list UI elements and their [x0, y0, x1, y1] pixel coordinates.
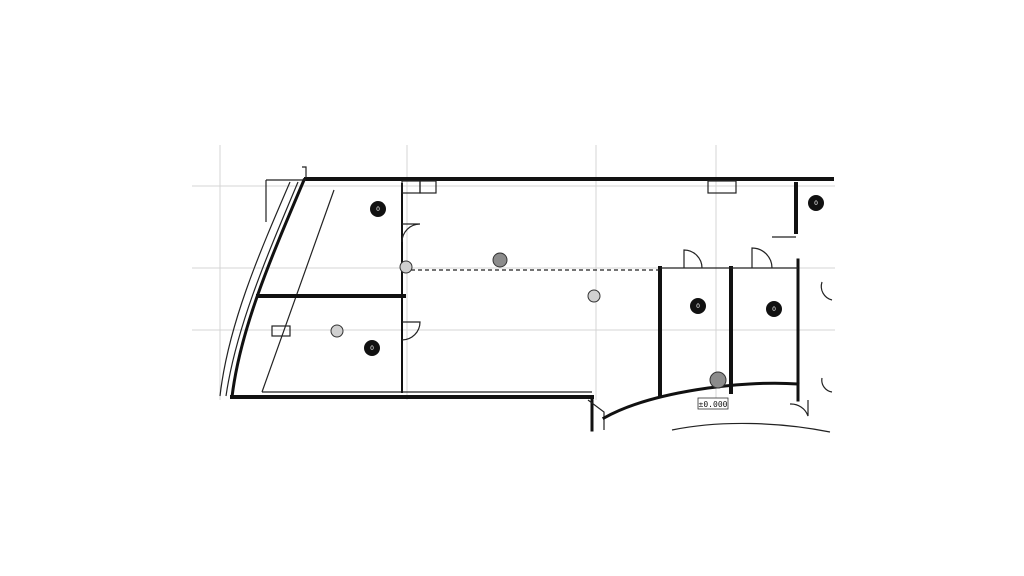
room-marker-label-1: 0: [376, 206, 380, 213]
fixture-left-room: [330, 324, 344, 338]
fixture-arch: [709, 371, 727, 389]
room-marker-circle-4: [766, 301, 782, 317]
door-swing-4: [751, 247, 773, 269]
fixtures: [330, 252, 727, 389]
arched-wall-lower: [671, 422, 831, 433]
west-facade-outer-curve: [219, 181, 291, 397]
room-marker-circle-5: [808, 195, 824, 211]
room-marker-circle-2: [364, 340, 380, 356]
west-facade-inner-curve: [225, 181, 299, 397]
niche-top-left: [401, 180, 421, 194]
door-swing-3: [683, 249, 703, 269]
niche-left-room: [271, 325, 291, 337]
niche-top-right: [707, 180, 737, 194]
room-marker-label-4: 0: [772, 306, 776, 313]
room-marker-circle-1: [370, 201, 386, 217]
elevation-mark: ±0.000: [699, 400, 728, 409]
fixture-mid: [587, 289, 601, 303]
niche-top-left-outer: [419, 180, 437, 194]
room-markers: 0 0 0 0 0: [364, 195, 824, 356]
room-marker-label-3: 0: [696, 303, 700, 310]
door-swing-6: [789, 400, 809, 417]
fixture-partition: [399, 260, 413, 274]
room-marker-label-2: 0: [370, 345, 374, 352]
fixture-center: [492, 252, 508, 268]
grid-lines: [192, 145, 835, 400]
door-swing-5: [820, 281, 833, 301]
west-diagonal-line: [261, 189, 335, 393]
west-facade-curve: [230, 178, 306, 399]
bottom-notch-detail: [587, 399, 605, 430]
door-swing-2: [401, 321, 421, 341]
wall-niches: [271, 180, 737, 337]
door-swing-7: [821, 377, 833, 393]
room-marker-label-5: 0: [814, 200, 818, 207]
outer-walls: [219, 166, 834, 432]
arched-wall: [601, 381, 800, 421]
nw-tab: [302, 166, 307, 178]
room-marker-circle-3: [690, 298, 706, 314]
doors: [401, 223, 833, 417]
elevation-mark-box: [697, 397, 729, 410]
door-swing-1: [401, 223, 421, 243]
interior-walls: [256, 183, 800, 402]
